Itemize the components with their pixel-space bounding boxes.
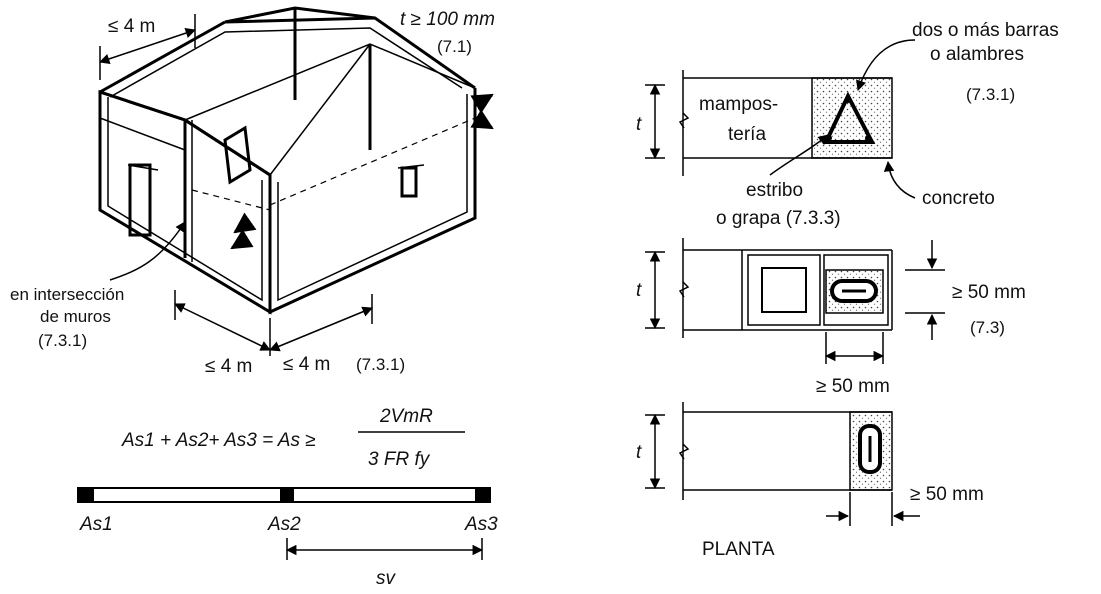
detail-middle-t: t: [636, 280, 642, 301]
plan-label: PLANTA: [702, 539, 775, 560]
thickness-ref: (7.1): [437, 37, 472, 56]
intersection-line1: en intersección: [10, 285, 124, 304]
strip-label-3: As3: [464, 514, 498, 535]
detail-bottom-dim-right: ≥ 50 mm: [910, 484, 984, 505]
masonry-line2: tería: [728, 124, 766, 145]
concrete-label: concreto: [922, 188, 995, 209]
strip-mid: [280, 488, 294, 502]
formula-denominator: 3 FR fy: [368, 449, 431, 470]
detail-bottom-t: t: [636, 442, 642, 463]
dim-top-label: ≤ 4 m: [108, 16, 155, 37]
triangle-stirrup: [822, 91, 876, 144]
window-right: [400, 166, 418, 198]
concrete-column-top: [811, 77, 893, 159]
strip-label-1: As1: [79, 514, 113, 535]
house-isometric: ≤ 4 m t ≥ 100 mm (7.1) en intersección d…: [10, 6, 495, 377]
intersection-line2: de muros: [40, 307, 111, 326]
strip-end-left: [78, 488, 94, 502]
house-right-wall: [268, 88, 477, 315]
detail-top: t mampos- tería dos o más barras o alamb…: [636, 20, 1059, 229]
strip-label-2: As2: [267, 514, 301, 535]
detail-middle-dim-right: ≥ 50 mm: [952, 282, 1026, 303]
window-left: [128, 163, 152, 237]
dim-bottom-left-label: ≤ 4 m: [205, 356, 252, 377]
house-top-frame: [184, 6, 476, 177]
stirrup-line2: o grapa (7.3.3): [716, 208, 841, 229]
detail-top-t: t: [636, 114, 642, 135]
intersection-ref: (7.3.1): [38, 331, 87, 350]
dim-bottom-ref: (7.3.1): [356, 355, 405, 374]
formula: As1 + As2+ As3 = As ≥ 2VmR 3 FR fy: [121, 406, 465, 470]
formula-numerator: 2VmR: [379, 406, 433, 427]
formula-left: As1 + As2+ As3 = As ≥: [121, 430, 316, 451]
detail-bottom: t ≥ 50 mm: [636, 402, 984, 526]
block-cell: [747, 254, 821, 326]
detail-middle: t ≥ 50 mm (7.3) ≥ 50 mm: [636, 238, 1026, 397]
detail-middle-dim-bottom: ≥ 50 mm: [816, 376, 890, 397]
reinforcement-strip: As1 As2 As3 sv: [77, 487, 498, 589]
thickness-label: t ≥ 100 mm: [400, 9, 495, 30]
dim-bottom-right-label: ≤ 4 m: [283, 354, 330, 375]
bars-line1: dos o más barras: [912, 20, 1059, 41]
bars-ref: (7.3.1): [966, 85, 1015, 104]
detail-middle-dim-ref: (7.3): [970, 318, 1005, 337]
bars-line2: o alambres: [930, 44, 1024, 65]
strip-end-right: [475, 488, 490, 502]
stirrup-line1: estribo: [746, 180, 803, 201]
masonry-line1: mampos-: [699, 94, 778, 115]
strip-spacing: sv: [376, 568, 397, 589]
